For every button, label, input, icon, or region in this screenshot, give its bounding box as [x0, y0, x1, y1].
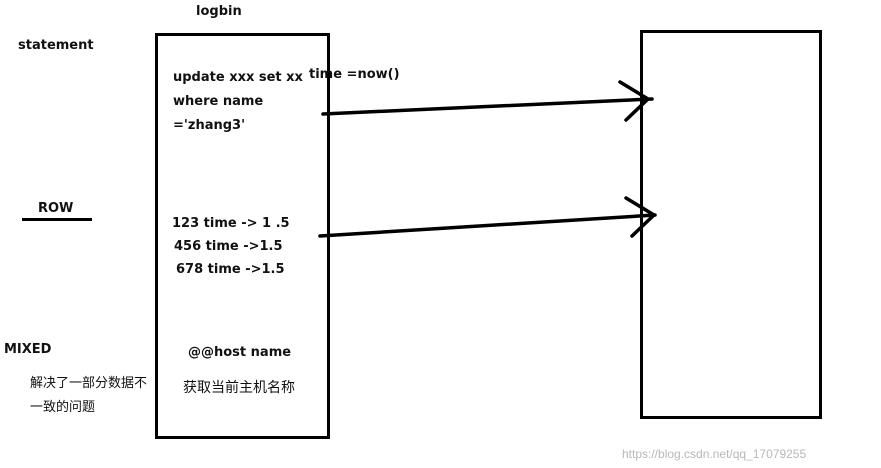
row-arrow	[318, 196, 657, 238]
statement-line1b: time =now()	[309, 67, 400, 82]
mixed-mode-label: MIXED	[4, 342, 52, 357]
statement-line2: where name	[173, 94, 264, 109]
target-box	[640, 30, 822, 419]
statement-line3: ='zhang3'	[173, 118, 246, 133]
row-underline	[22, 218, 92, 221]
mixed-note-line1: 解决了一部分数据不	[30, 376, 148, 391]
statement-mode-label: statement	[18, 38, 94, 53]
mixed-func: @@host name	[188, 345, 292, 360]
row-line3: 678 time ->1.5	[176, 262, 285, 277]
mixed-desc: 获取当前主机名称	[183, 380, 295, 396]
row-mode-label: ROW	[38, 201, 74, 216]
mixed-note-line2: 一致的问题	[30, 400, 96, 415]
watermark-text: https://blog.csdn.net/qq_17079255	[622, 447, 807, 461]
row-line1: 123 time -> 1 .5	[172, 216, 290, 231]
statement-arrow	[321, 80, 654, 122]
row-line2: 456 time ->1.5	[174, 239, 283, 254]
statement-line1: update xxx set xx	[173, 70, 303, 85]
logbin-title: logbin	[196, 4, 242, 19]
